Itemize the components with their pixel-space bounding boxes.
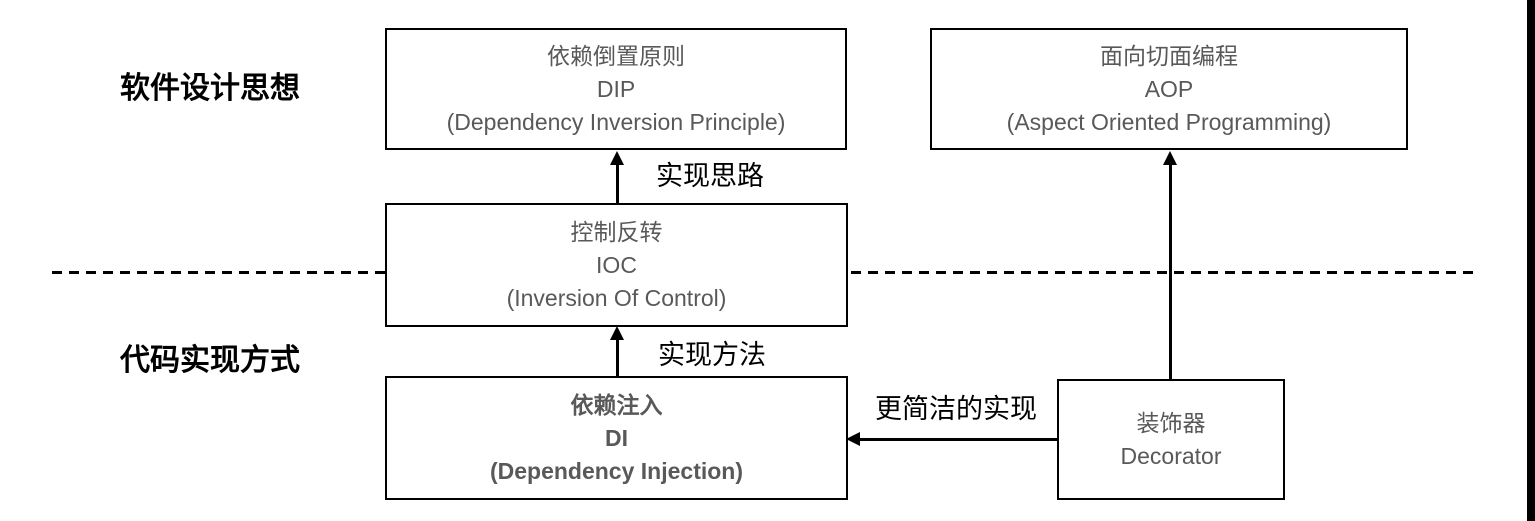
arrow-label-simpler-implementation: 更简洁的实现 [875, 394, 1037, 424]
box-ioc: 控制反转 IOC (Inversion Of Control) [385, 203, 848, 327]
box-di-line-abbr: DI [605, 424, 628, 451]
box-di-line-en: (Dependency Injection) [489, 457, 744, 484]
arrow-head-di-to-ioc-icon [610, 326, 624, 340]
box-decorator-line-en: Decorator [1120, 442, 1222, 469]
box-di: 依赖注入 DI (Dependency Injection) [385, 376, 848, 500]
box-ioc-line-en: (Inversion Of Control) [506, 284, 727, 311]
arrow-label-implementation-idea: 实现思路 [656, 161, 764, 191]
box-dip-line-en: (Dependency Inversion Principle) [446, 108, 786, 135]
section-label-design-philosophy: 软件设计思想 [120, 72, 300, 105]
box-dip-line-abbr: DIP [596, 75, 636, 102]
box-aop-line-en: (Aspect Oriented Programming) [1006, 108, 1332, 135]
box-decorator-line-cn: 装饰器 [1136, 409, 1206, 436]
box-di-line-cn: 依赖注入 [570, 391, 663, 418]
section-label-code-implementation: 代码实现方式 [120, 344, 300, 377]
arrow-head-ioc-to-dip-icon [610, 151, 624, 165]
right-edge-bar [1527, 0, 1535, 521]
box-ioc-line-abbr: IOC [596, 251, 637, 278]
arrow-line-decorator-to-di [860, 438, 1057, 441]
box-decorator: 装饰器 Decorator [1057, 379, 1285, 500]
box-dip-line-cn: 依赖倒置原则 [547, 42, 685, 69]
arrow-head-decorator-to-aop-icon [1163, 151, 1177, 165]
arrow-label-implementation-method: 实现方法 [658, 340, 766, 370]
arrow-line-ioc-to-dip [616, 164, 619, 203]
arrow-line-di-to-ioc [616, 339, 619, 376]
box-ioc-line-cn: 控制反转 [570, 218, 663, 245]
box-aop-line-abbr: AOP [1144, 75, 1194, 102]
box-aop: 面向切面编程 AOP (Aspect Oriented Programming) [930, 28, 1408, 150]
box-dip: 依赖倒置原则 DIP (Dependency Inversion Princip… [385, 28, 847, 150]
box-aop-line-cn: 面向切面编程 [1100, 42, 1238, 69]
arrow-head-decorator-to-di-icon [846, 432, 860, 446]
arrow-line-decorator-to-aop [1169, 164, 1172, 379]
